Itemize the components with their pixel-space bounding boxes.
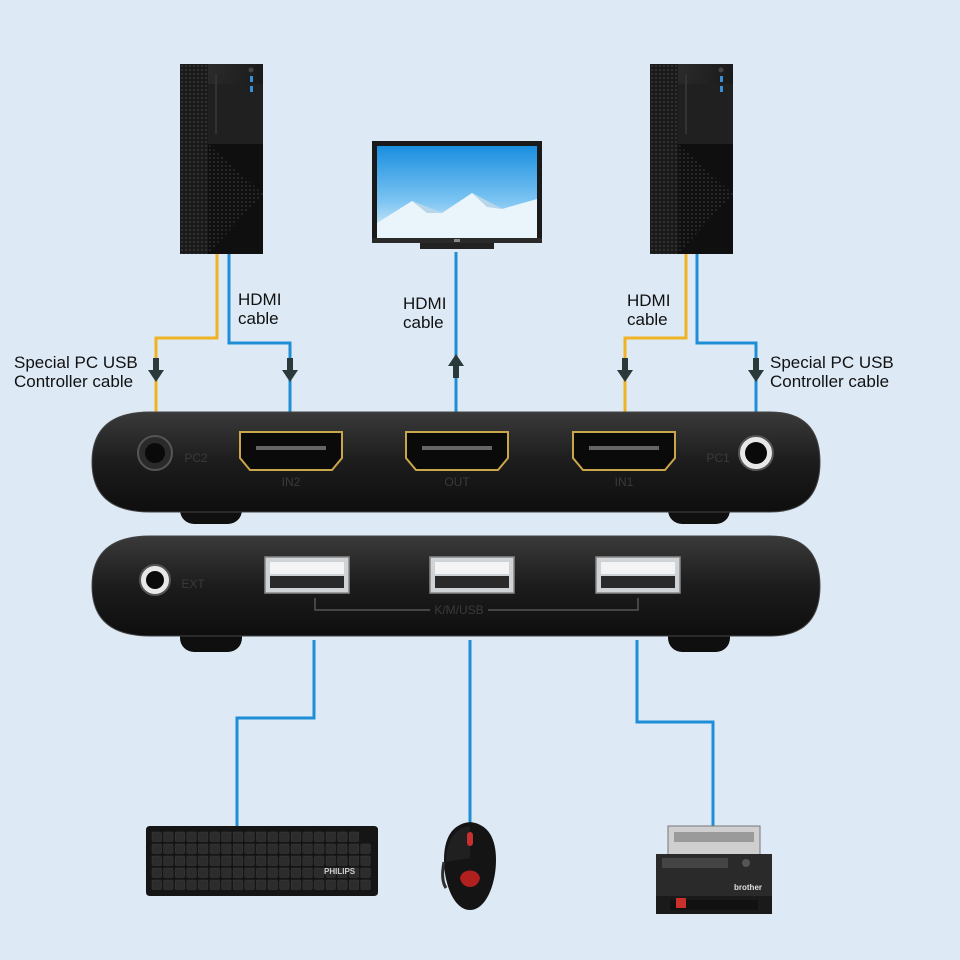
ext-port (139, 564, 171, 596)
usb-port (264, 556, 350, 594)
arrow-down-icon (748, 358, 764, 382)
printer-cable (635, 640, 715, 826)
port-label-pc2: PC2 (184, 451, 208, 465)
kvm-switch-icon: EXT K/M/USB (91, 535, 821, 652)
monitor-icon (372, 141, 542, 249)
port-label-in2: IN2 (282, 475, 301, 489)
hdmi-cable-label-right: HDMI cable (627, 291, 671, 329)
port-label-in1: IN1 (615, 475, 634, 489)
keyboard-cable (235, 640, 316, 826)
hdmi-port-in2 (239, 431, 343, 471)
kvm-switch-icon: PC2 IN2 OUT IN1 PC1 (91, 411, 821, 524)
hdmi-cable-left (227, 254, 292, 412)
usb-cable-left (154, 254, 219, 412)
arrow-up-icon (448, 354, 464, 378)
arrow-down-icon (148, 358, 164, 382)
usb-port (595, 556, 681, 594)
usb-port-pc2 (137, 435, 173, 471)
mouse-icon (441, 822, 496, 910)
port-label-out: OUT (444, 475, 470, 489)
usb-cable-label-left: Special PC USB Controller cable (14, 353, 138, 391)
usb-port-pc1 (738, 435, 774, 471)
hdmi-cable-label-center: HDMI cable (403, 294, 447, 332)
arrows (148, 354, 764, 382)
hdmi-port-out (405, 431, 509, 471)
pc-tower-icon (650, 64, 733, 254)
usb-port (429, 556, 515, 594)
printer-icon: brother (656, 825, 772, 914)
keyboard-keys (151, 831, 371, 890)
hdmi-cable-right (695, 254, 758, 412)
printer-brand-label: brother (734, 883, 762, 892)
arrow-down-icon (617, 358, 633, 382)
usb-cable-right (623, 254, 688, 412)
usb-cable-label-right: Special PC USB Controller cable (770, 353, 894, 391)
hdmi-cable-label-left: HDMI cable (238, 290, 282, 328)
arrow-down-icon (282, 358, 298, 382)
pc-tower-icon (180, 64, 263, 254)
keyboard-icon: PHILIPS (146, 826, 378, 896)
port-label-kmusb: K/M/USB (434, 603, 483, 617)
hdmi-port-in1 (572, 431, 676, 471)
port-label-pc1: PC1 (706, 451, 730, 465)
port-label-ext: EXT (181, 577, 205, 591)
keyboard-brand-label: PHILIPS (324, 867, 356, 876)
